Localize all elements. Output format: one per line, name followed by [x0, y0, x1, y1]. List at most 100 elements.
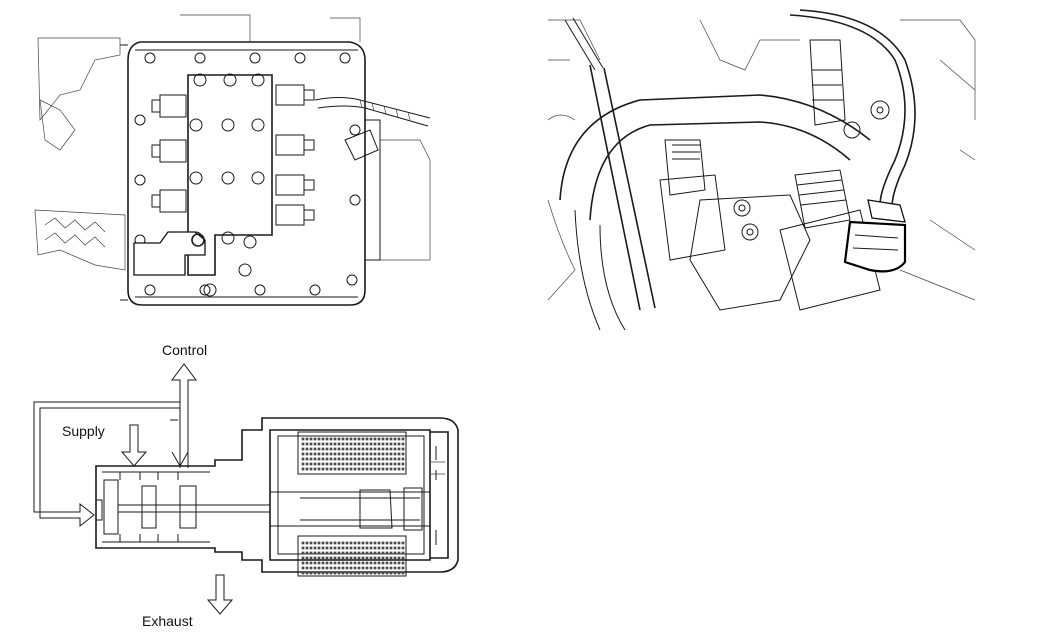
coil-winding-mark: [361, 452, 365, 456]
coil-winding-mark: [373, 442, 377, 446]
coil-winding-mark: [389, 437, 393, 441]
coil-winding-mark: [301, 551, 305, 555]
coil-winding-mark: [393, 571, 397, 575]
coil-winding-mark: [373, 437, 377, 441]
coil-winding-mark: [301, 561, 305, 565]
coil-winding-mark: [317, 467, 321, 471]
coil-winding-mark: [401, 452, 405, 456]
coil-winding-mark: [361, 566, 365, 570]
coil-winding-mark: [365, 571, 369, 575]
coil-winding-mark: [333, 551, 337, 555]
coil-winding-mark: [321, 467, 325, 471]
coil-winding-mark: [313, 457, 317, 461]
coil-winding-mark: [301, 437, 305, 441]
coil-winding-mark: [317, 452, 321, 456]
coil-winding-mark: [381, 561, 385, 565]
coil-winding-mark: [345, 452, 349, 456]
coil-winding-mark: [361, 546, 365, 550]
coil-winding-mark: [337, 442, 341, 446]
coil-winding-mark: [397, 457, 401, 461]
coil-winding-mark: [377, 566, 381, 570]
coil-winding-mark: [377, 546, 381, 550]
coil-winding-mark: [397, 571, 401, 575]
coil-winding-mark: [385, 546, 389, 550]
coil-winding-mark: [389, 566, 393, 570]
coil-winding-mark: [353, 452, 357, 456]
coil-winding-mark: [313, 437, 317, 441]
coil-winding-mark: [333, 452, 337, 456]
coil-winding-mark: [345, 561, 349, 565]
coil-winding-mark: [397, 561, 401, 565]
coil-winding-mark: [389, 561, 393, 565]
coil-winding-mark: [313, 452, 317, 456]
coil-winding-mark: [373, 541, 377, 545]
coil-winding-mark: [325, 442, 329, 446]
coil-winding-mark: [389, 551, 393, 555]
coil-winding-mark: [365, 442, 369, 446]
control-label: Control: [162, 342, 207, 358]
coil-winding-mark: [337, 566, 341, 570]
coil-winding-mark: [353, 551, 357, 555]
coil-winding-mark: [393, 541, 397, 545]
coil-winding-mark: [381, 551, 385, 555]
coil-winding-mark: [365, 541, 369, 545]
coil-winding-mark: [381, 467, 385, 471]
coil-winding-mark: [305, 561, 309, 565]
coil-winding-mark: [353, 437, 357, 441]
coil-winding-mark: [321, 551, 325, 555]
coil-winding-mark: [309, 571, 313, 575]
coil-winding-mark: [389, 541, 393, 545]
coil-winding-mark: [357, 551, 361, 555]
coil-winding-mark: [301, 541, 305, 545]
coil-winding-mark: [321, 546, 325, 550]
coil-winding-mark: [385, 571, 389, 575]
coil-winding-mark: [401, 541, 405, 545]
coil-winding-mark: [377, 462, 381, 466]
coil-winding-mark: [337, 457, 341, 461]
coil-winding-mark: [345, 551, 349, 555]
coil-winding-mark: [349, 442, 353, 446]
coil-winding-mark: [313, 462, 317, 466]
coil-winding-mark: [345, 442, 349, 446]
coil-winding-mark: [401, 437, 405, 441]
coil-winding-mark: [389, 447, 393, 451]
coil-winding-mark: [333, 566, 337, 570]
coil-winding-mark: [401, 561, 405, 565]
coil-winding-mark: [357, 437, 361, 441]
coil-winding-mark: [337, 561, 341, 565]
exhaust-label: Exhaust: [142, 613, 193, 629]
coil-winding-mark: [309, 566, 313, 570]
coil-winding-mark: [337, 556, 341, 560]
coil-winding-mark: [361, 442, 365, 446]
coil-winding-mark: [365, 462, 369, 466]
coil-winding-mark: [361, 462, 365, 466]
coil-winding-mark: [349, 462, 353, 466]
coil-winding-mark: [385, 462, 389, 466]
coil-winding-mark: [357, 566, 361, 570]
supply-label: Supply: [62, 423, 105, 439]
coil-winding-mark: [301, 452, 305, 456]
coil-winding-mark: [357, 546, 361, 550]
coil-winding-mark: [365, 566, 369, 570]
coil-winding-mark: [353, 457, 357, 461]
coil-winding-mark: [321, 447, 325, 451]
coil-winding-mark: [393, 546, 397, 550]
coil-winding-mark: [353, 556, 357, 560]
coil-winding-mark: [373, 551, 377, 555]
coil-winding-mark: [393, 457, 397, 461]
coil-winding-mark: [313, 561, 317, 565]
coil-winding-mark: [321, 541, 325, 545]
coil-winding-mark: [301, 556, 305, 560]
coil-winding-mark: [377, 447, 381, 451]
coil-winding-mark: [305, 447, 309, 451]
coil-winding-mark: [369, 571, 373, 575]
coil-winding-mark: [401, 551, 405, 555]
coil-winding-mark: [361, 437, 365, 441]
coil-winding-mark: [321, 442, 325, 446]
coil-winding-mark: [369, 437, 373, 441]
coil-winding-mark: [305, 467, 309, 471]
coil-winding-mark: [393, 566, 397, 570]
coil-winding-mark: [389, 546, 393, 550]
coil-winding-mark: [401, 462, 405, 466]
coil-winding-mark: [345, 556, 349, 560]
